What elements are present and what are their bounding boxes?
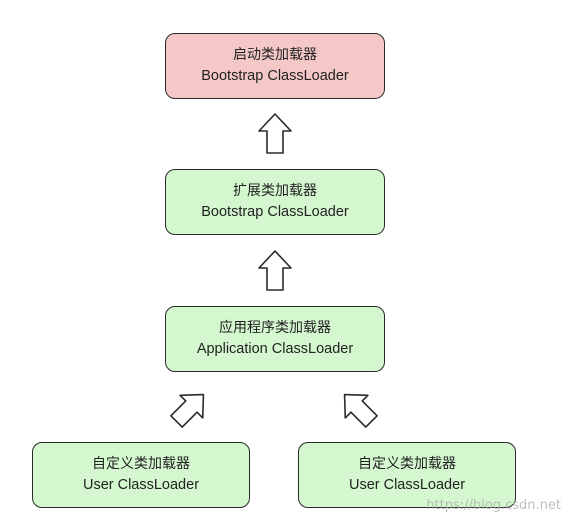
extension-classloader-zh-label: 扩展类加载器 <box>233 183 317 200</box>
watermark-text: https://blog.csdn.net <box>426 498 561 513</box>
user-classloader-right-en-label: User ClassLoader <box>348 476 466 493</box>
arrow-user-right-to-application <box>343 393 378 428</box>
user-classloader-box-right: 自定义类加载器 User ClassLoader <box>298 442 516 508</box>
extension-classloader-en-label: Bootstrap ClassLoader <box>201 203 349 220</box>
user-classloader-box-left: 自定义类加载器 User ClassLoader <box>32 442 250 508</box>
bootstrap-classloader-box: 启动类加载器 Bootstrap ClassLoader <box>165 33 385 99</box>
user-classloader-right-zh-label: 自定义类加载器 <box>358 456 456 473</box>
application-classloader-en-label: Application ClassLoader <box>196 340 354 357</box>
bootstrap-classloader-en-label: Bootstrap ClassLoader <box>201 67 349 84</box>
user-classloader-left-zh-label: 自定义类加载器 <box>92 456 190 473</box>
bootstrap-classloader-zh-label: 启动类加载器 <box>233 47 317 64</box>
arrow-user-left-to-application <box>170 393 205 428</box>
arrow-extension-to-bootstrap <box>258 113 292 154</box>
arrow-application-to-extension <box>258 250 292 291</box>
extension-classloader-box: 扩展类加载器 Bootstrap ClassLoader <box>165 169 385 235</box>
application-classloader-zh-label: 应用程序类加载器 <box>219 320 331 337</box>
application-classloader-box: 应用程序类加载器 Application ClassLoader <box>165 306 385 372</box>
user-classloader-left-en-label: User ClassLoader <box>82 476 200 493</box>
